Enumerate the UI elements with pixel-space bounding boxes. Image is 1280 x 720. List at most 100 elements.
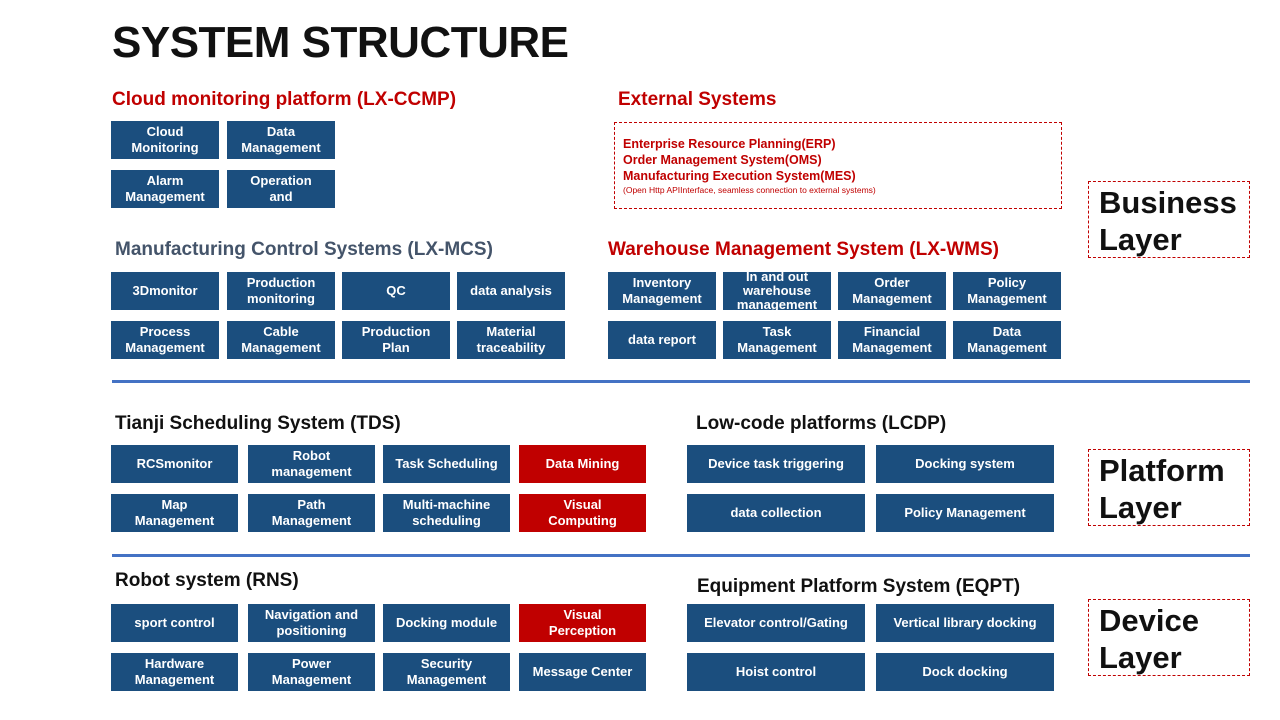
rns-module-sport-control: sport control — [111, 604, 238, 642]
module-label-line: Material — [486, 324, 536, 339]
module-label-line: Management — [134, 513, 215, 528]
module-label-line: Management — [241, 140, 321, 155]
page-title: SYSTEM STRUCTURE — [112, 18, 569, 67]
module-label-line: management — [736, 297, 818, 311]
module-label-line: Management — [125, 189, 205, 204]
device-layer-line1: Device — [1099, 603, 1199, 638]
module-label-line: Monitoring — [131, 140, 199, 155]
lcdp-module-device-task-triggering: Device task triggering — [687, 445, 865, 483]
module-label-line: QC — [386, 283, 406, 298]
module-label-line: monitoring — [247, 291, 315, 306]
lcdp-module-label: Policy Management — [904, 505, 1025, 521]
rns-module-label: Docking module — [396, 615, 497, 631]
business-layer-line1: Business — [1099, 185, 1237, 220]
eqpt-module-label: Vertical library docking — [893, 615, 1036, 631]
eqpt-module-label: Hoist control — [736, 664, 816, 680]
lcdp-module-docking-system: Docking system — [876, 445, 1054, 483]
business-layer-line2: Layer — [1099, 222, 1182, 257]
module-label-line: Production — [361, 324, 431, 339]
mcs-title: Manufacturing Control Systems (LX-MCS) — [115, 239, 493, 260]
module-label-line: Data — [266, 124, 296, 139]
platform-layer-label: Platform Layer — [1088, 449, 1250, 526]
module-label-line: Security — [420, 656, 473, 671]
module-label-line: Management — [852, 340, 932, 355]
module-label-line: Management — [134, 672, 215, 687]
eqpt-title: Equipment Platform System (EQPT) — [697, 576, 1021, 597]
rns-module-message-center: Message Center — [519, 653, 646, 691]
module-label-line: Data Mining — [545, 456, 620, 471]
module-label-line: Navigation and — [264, 607, 359, 622]
module-label-line: Task Scheduling — [395, 456, 498, 471]
module-label-line: Robot — [292, 448, 331, 463]
mcs-module-label: data analysis — [470, 283, 552, 299]
eqpt-module-label: Elevator control/Gating — [704, 615, 848, 631]
eqpt-module-vertical-library-docking: Vertical library docking — [876, 604, 1054, 642]
external-line-oms: Order Management System(OMS) — [623, 153, 822, 167]
tds-module-label: Data Mining — [546, 456, 620, 472]
module-label-line: Power — [291, 656, 331, 671]
module-label-line: Management — [271, 672, 352, 687]
module-label-line: and — [269, 189, 293, 204]
module-label-line: 3Dmonitor — [132, 283, 198, 298]
lcdp-title: Low-code platforms (LCDP) — [696, 413, 947, 434]
module-label-line: Policy Management — [904, 505, 1026, 520]
external-line-mes: Manufacturing Execution System(MES) — [623, 169, 856, 183]
mcs-module-label: 3Dmonitor — [133, 283, 198, 299]
module-label-line: Management — [967, 291, 1047, 306]
divider-business-platform — [112, 380, 1250, 383]
module-label-line: Management — [271, 513, 352, 528]
divider-platform-device — [112, 554, 1250, 557]
module-label-line: Plan — [382, 340, 410, 355]
module-label-line: Vertical library docking — [893, 615, 1037, 630]
tds-module-data-mining: Data Mining — [519, 445, 646, 483]
module-label-line: Order — [874, 275, 910, 290]
module-label-line: Dock docking — [922, 664, 1008, 679]
module-label-line: Policy — [987, 275, 1027, 290]
module-label-line: Data — [992, 324, 1022, 339]
module-label-line: Visual — [563, 497, 602, 512]
lcdp-module-data-collection: data collection — [687, 494, 865, 532]
eqpt-module-hoist-control: Hoist control — [687, 653, 865, 691]
external-line-erp: Enterprise Resource Planning(ERP) — [623, 137, 836, 151]
external-systems-box: Enterprise Resource Planning(ERP) Order … — [614, 122, 1062, 209]
module-label-line: In and out — [745, 272, 809, 284]
mcs-module-data-analysis: data analysis — [457, 272, 565, 310]
module-label-line: sport control — [134, 615, 215, 630]
module-label-line: warehouse — [743, 283, 811, 298]
rns-module-label: Message Center — [533, 664, 633, 680]
module-label-line: Perception — [548, 623, 617, 638]
module-label-line: Docking module — [395, 615, 498, 630]
tds-module-rcsmonitor: RCSmonitor — [111, 445, 238, 483]
lcdp-module-label: data collection — [730, 505, 821, 521]
wms-module-data-report: data report — [608, 321, 716, 359]
lcdp-module-label: Device task triggering — [708, 456, 844, 472]
module-label-line: Docking system — [915, 456, 1015, 471]
module-label-line: Financial — [863, 324, 921, 339]
module-label-line: Management — [125, 340, 205, 355]
module-label-line: Management — [622, 291, 702, 306]
module-label-line: RCSmonitor — [136, 456, 213, 471]
